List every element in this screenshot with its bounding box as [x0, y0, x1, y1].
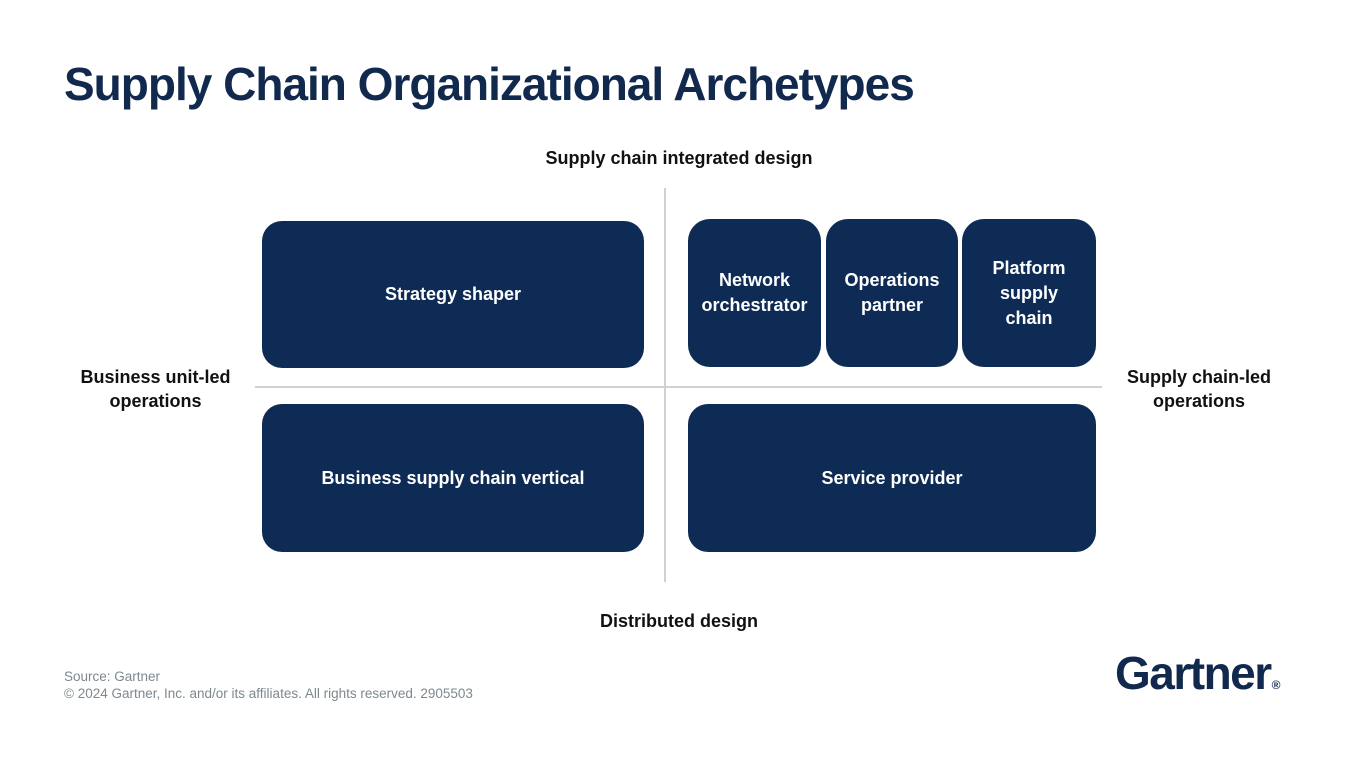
axis-label-bottom: Distributed design: [599, 611, 758, 631]
gartner-logo: Gartner ®: [1115, 650, 1281, 696]
archetype-label-platform-supply-chain: Platform supply chain: [992, 257, 1066, 328]
archetype-label-service-provider: Service provider: [821, 467, 963, 488]
footer-note: Source: Gartner © 2024 Gartner, Inc. and…: [64, 668, 473, 702]
copyright-line: © 2024 Gartner, Inc. and/or its affiliat…: [64, 686, 473, 701]
archetype-label-strategy-shaper: Strategy shaper: [384, 284, 522, 304]
page-title: Supply Chain Organizational Archetypes: [64, 58, 915, 110]
archetype-box-network-orchestrator: Network orchestrator: [688, 219, 821, 367]
horizontal-axis-line: [255, 386, 1102, 388]
axis-label-left: Business unit-led operations: [80, 367, 231, 411]
archetype-label-operations-partner: Operations partner: [844, 270, 940, 315]
archetype-box-platform-supply-chain: Platform supply chain: [962, 219, 1096, 367]
archetype-box-strategy-shaper: Strategy shaper: [262, 221, 644, 368]
archetype-box-service-provider: Service provider: [688, 404, 1096, 552]
archetype-label-network-orchestrator: Network orchestrator: [701, 270, 808, 315]
registered-trademark-icon: ®: [1271, 678, 1281, 692]
archetype-label-business-supply-chain-vertical: Business supply chain vertical: [321, 467, 585, 488]
source-line: Source: Gartner: [64, 669, 161, 684]
archetype-box-business-supply-chain-vertical: Business supply chain vertical: [262, 404, 644, 552]
axis-label-top: Supply chain integrated design: [545, 148, 813, 168]
vertical-axis-line: [664, 188, 666, 582]
gartner-logo-text: Gartner: [1115, 647, 1272, 699]
axis-label-right: Supply chain-led operations: [1126, 367, 1272, 411]
archetype-box-operations-partner: Operations partner: [826, 219, 958, 367]
